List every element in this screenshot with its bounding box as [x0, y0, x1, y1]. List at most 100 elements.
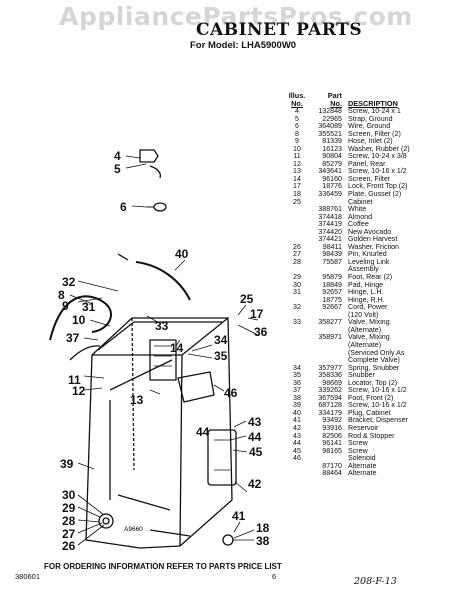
callout-39: 39 [60, 457, 74, 471]
page-title: CABINET PARTS [196, 20, 363, 40]
callout-6: 6 [120, 200, 127, 214]
callout-17: 17 [250, 307, 264, 321]
row-description: Foot, Front (2) [348, 393, 394, 402]
row-illus-no: 44 [293, 439, 301, 448]
parts-row: (Serviced Only As [286, 348, 470, 358]
row-description: (Serviced Only As [348, 348, 405, 357]
row-part-no: 98165 [322, 446, 342, 455]
callout-27: 27 [62, 527, 76, 541]
row-illus-no [286, 350, 308, 358]
row-part-no: 87170 [322, 461, 342, 470]
row-description: Washer, Friction [348, 242, 399, 251]
row-illus-no: 9 [295, 137, 299, 146]
callout-46: 46 [224, 386, 238, 400]
callout-9: 9 [62, 299, 69, 313]
row-description: Valve, Mixing [348, 333, 390, 342]
row-description: Golden Harvest [348, 235, 398, 244]
callout-41: 41 [232, 509, 246, 523]
callout-28: 28 [62, 514, 76, 528]
row-part-no: 85279 [322, 159, 342, 168]
ordering-footer: FOR ORDERING INFORMATION REFER TO PARTS … [44, 562, 282, 571]
row-illus-no: 35 [293, 371, 301, 380]
row-part-no: 367594 [318, 393, 342, 402]
row-description: Cord, Power [348, 303, 388, 312]
parts-row: (120 Volt) [286, 310, 470, 320]
row-description: Hose, Inlet (2) [348, 137, 393, 146]
row-part-no: 96141 [322, 439, 342, 448]
row-description: (Alternate) [348, 325, 382, 334]
row-illus-no [286, 229, 308, 237]
row-part-no: 388761 [318, 205, 342, 214]
row-description: Pin, Knurled [348, 250, 387, 259]
parts-row: Assembly [286, 266, 470, 274]
row-description: Leveling Link [348, 257, 390, 266]
callout-12: 12 [72, 384, 86, 398]
callout-18: 18 [256, 521, 270, 535]
row-part-no: 334179 [318, 408, 342, 417]
row-illus-no [286, 463, 308, 471]
row-description: Screw [348, 439, 368, 448]
row-illus-no: 32 [293, 303, 301, 312]
row-description: Valve, Mixing [348, 318, 390, 327]
row-part-no: 687128 [318, 401, 342, 410]
row-description: Complete Valve) [348, 356, 400, 365]
row-illus-no: 30 [293, 280, 301, 289]
callout-38: 38 [256, 534, 270, 548]
row-part-no: 22965 [322, 114, 342, 123]
callout-33: 33 [155, 319, 169, 333]
row-part-no: 98411 [322, 242, 342, 251]
row-part-no: 93916 [322, 423, 342, 432]
row-description: Screen, Filter [348, 174, 391, 183]
row-description: (120 Volt) [348, 310, 379, 319]
callout-14: 14 [170, 341, 184, 355]
parts-row: (Alternate) [286, 341, 470, 350]
row-illus-no: 18 [293, 190, 301, 199]
callout-43: 43 [248, 415, 262, 429]
callout-26: 26 [62, 539, 76, 553]
row-part-no: 374421 [318, 235, 342, 244]
row-part-no: 92657 [322, 288, 342, 297]
header-illus: Illus.No. [288, 91, 306, 108]
row-description: Snubber [348, 371, 375, 380]
callout-44b: 44 [248, 430, 262, 444]
row-description: Coffee [348, 220, 369, 229]
document-code: 380601 [15, 572, 41, 581]
row-description: Pad, Hinge [348, 280, 384, 289]
row-description: Screw, 10-24 x 1 [348, 107, 401, 115]
row-illus-no [286, 327, 308, 335]
row-illus-no: 11 [293, 152, 301, 161]
model-subtitle: For Model: LHA5900W0 [190, 40, 297, 51]
row-description: Screw, 10-24 x 3/8 [348, 152, 407, 161]
row-illus-no: 41 [293, 416, 301, 425]
row-description: Assembly [348, 265, 379, 274]
row-description: Washer, Rubber (2) [348, 144, 410, 153]
callout-25: 25 [240, 292, 254, 306]
row-description: Screw, 10-16 x 1/2 [348, 386, 407, 395]
handwritten-note: 208-F-13 [354, 576, 397, 587]
row-illus-no [286, 221, 308, 229]
callout-8: 8 [58, 288, 65, 302]
row-illus-no [286, 334, 308, 342]
row-description: Screw [348, 446, 368, 455]
row-part-no: 93492 [322, 416, 342, 425]
